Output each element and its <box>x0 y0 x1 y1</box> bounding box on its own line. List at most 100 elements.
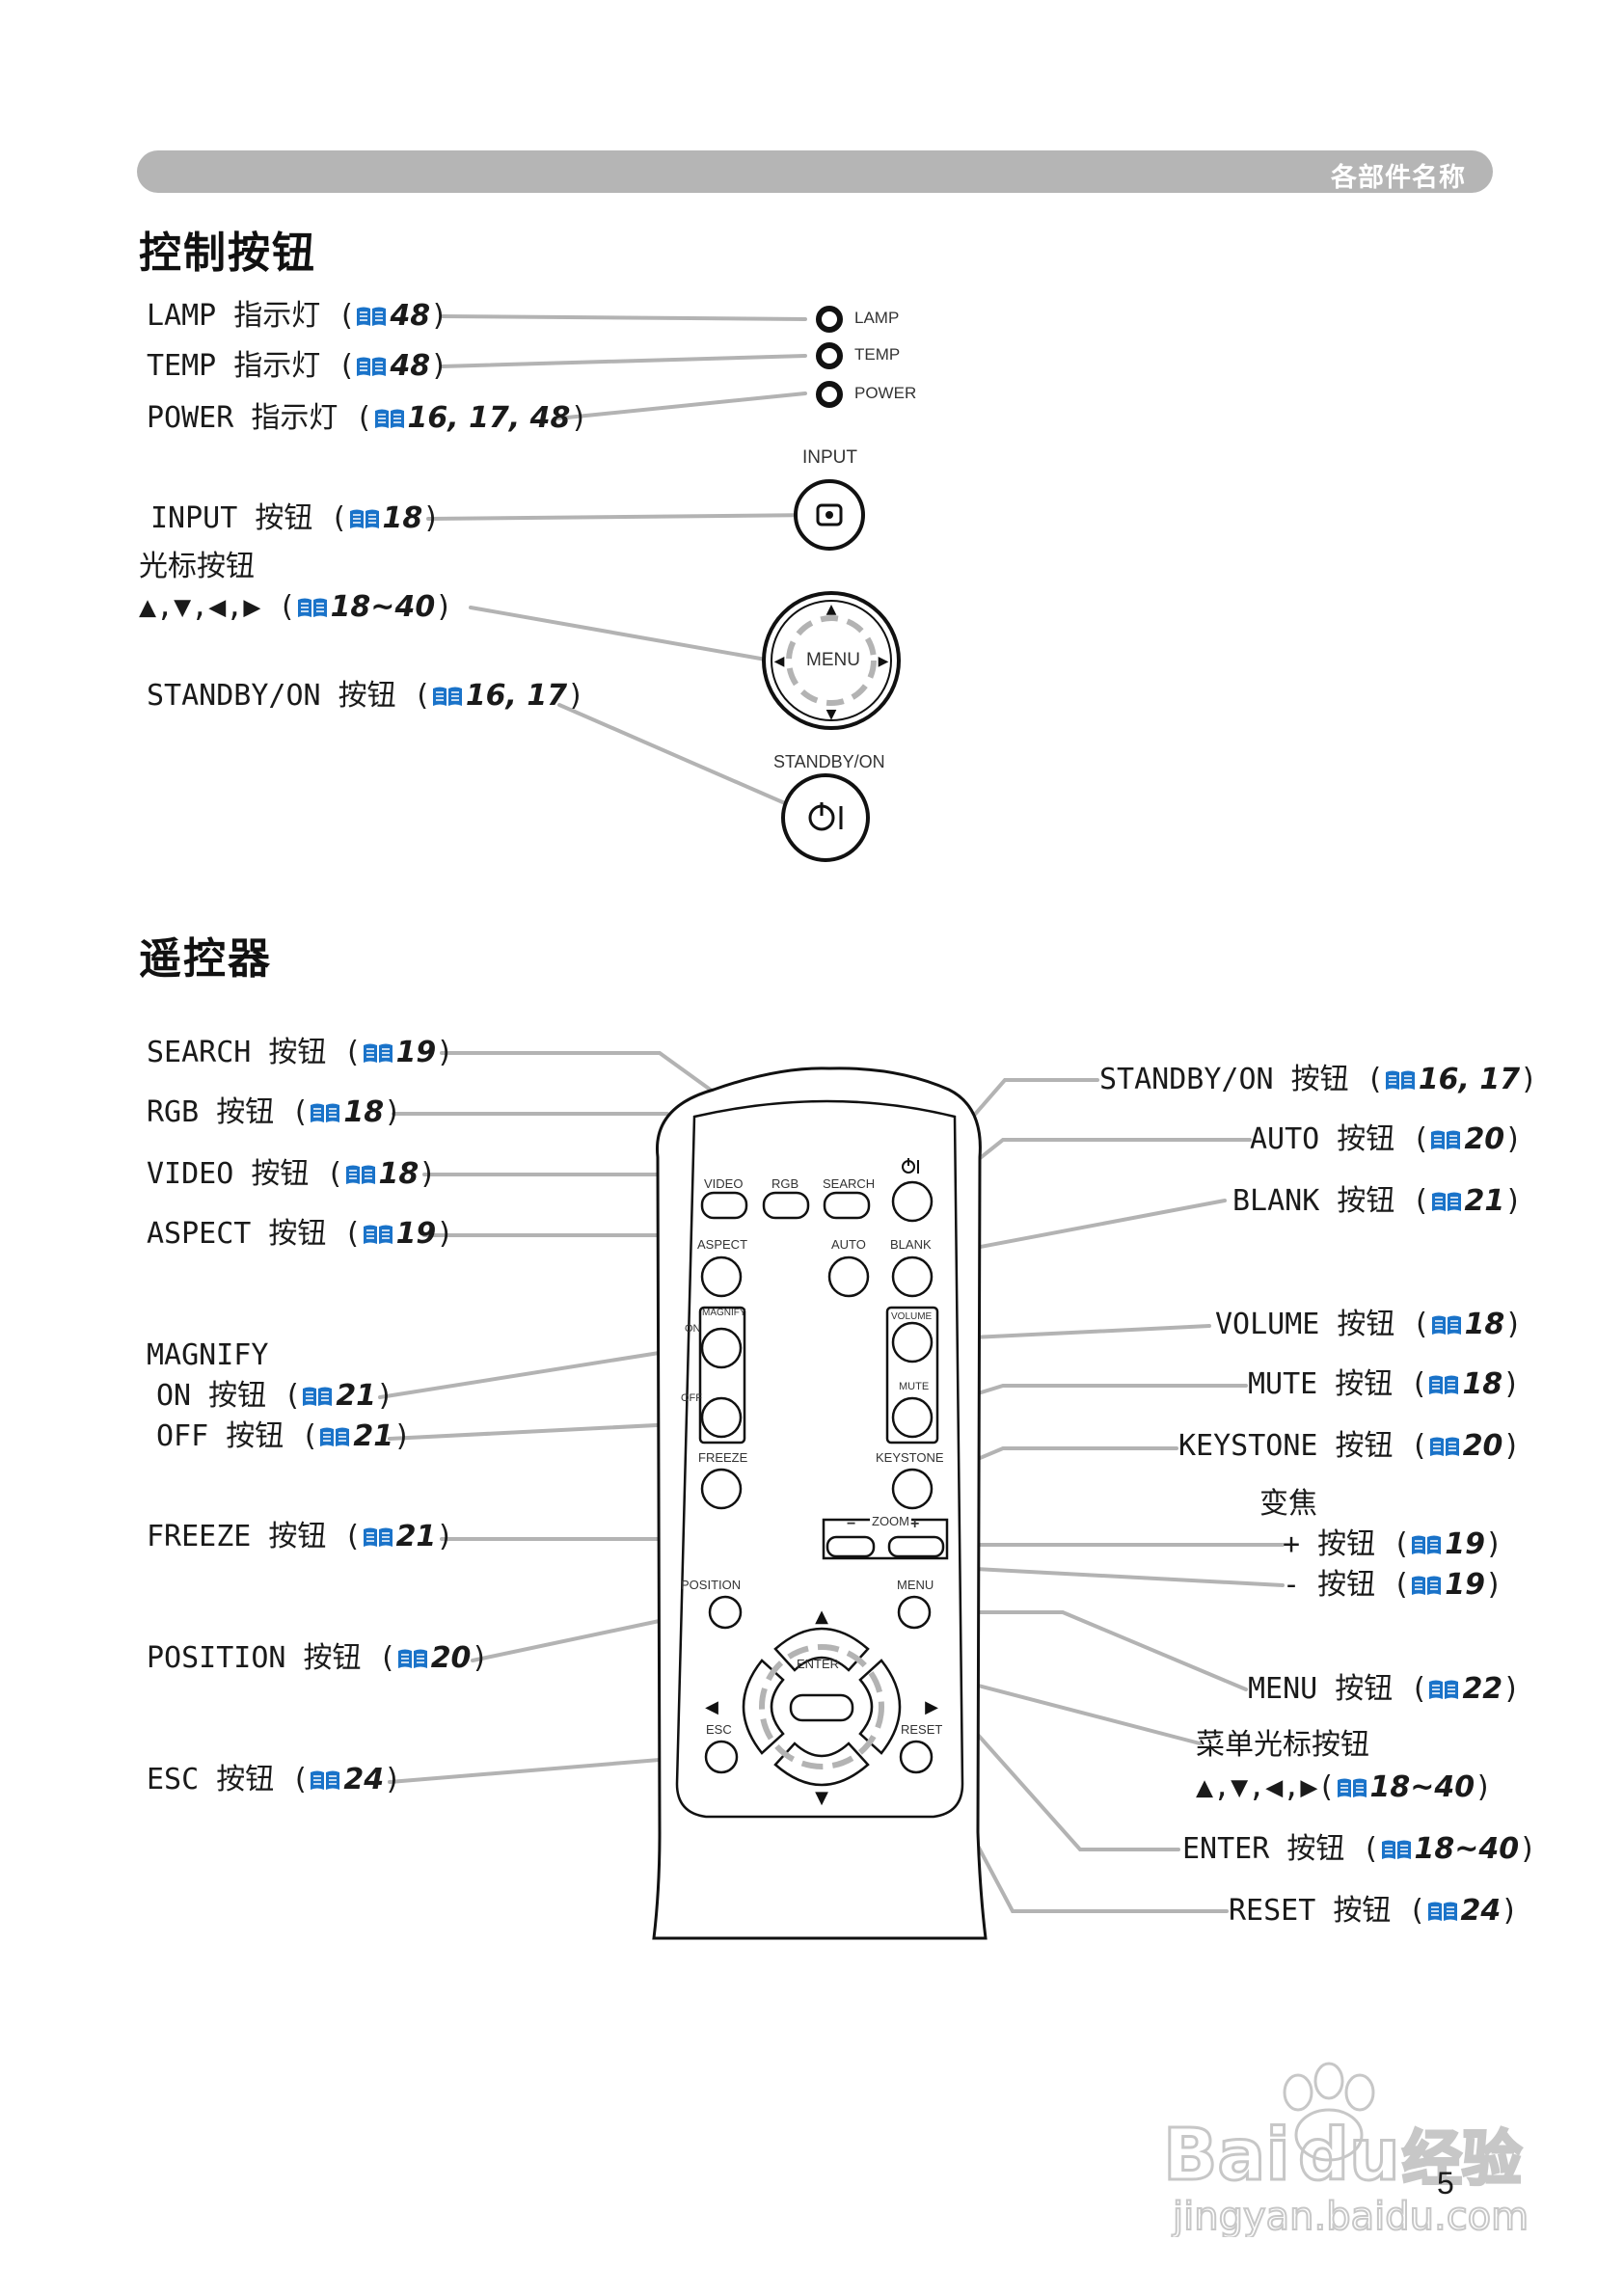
mute-button-shape <box>891 1396 934 1439</box>
reset-button-shape <box>899 1740 934 1774</box>
enter-button-label: ENTER 按钮 (18~40) <box>1182 1832 1537 1866</box>
book-icon <box>1380 1833 1413 1859</box>
svg-text:经验: 经验 <box>1402 2123 1522 2194</box>
search-button-shape <box>823 1191 871 1220</box>
baidu-jingyan-watermark: Bai du 经验 jingyan.baidu.com <box>1162 2062 1529 2237</box>
auto-button-shape <box>827 1256 870 1298</box>
svg-text:▶: ▶ <box>925 1697 938 1717</box>
control-panel-heading: 控制按钮 <box>139 229 316 278</box>
svg-text:▼: ▼ <box>815 1788 828 1808</box>
svg-text:◀: ◀ <box>705 1697 718 1717</box>
input-button-label: INPUT 按钮 (18) <box>150 501 441 535</box>
section-title: 各部件名称 <box>1331 163 1466 193</box>
diagram-menu-label: MENU <box>806 650 860 670</box>
book-icon <box>355 350 388 376</box>
diagram-input-label: INPUT <box>802 447 857 468</box>
book-icon <box>396 1642 429 1668</box>
blank-button-shape <box>891 1256 934 1298</box>
freeze-button-shape <box>700 1468 743 1510</box>
temp-indicator-label: TEMP 指示灯 (48) <box>147 349 448 383</box>
book-icon <box>1410 1569 1443 1595</box>
cursor-buttons-label: ▲,▼,◀,▶ (18~40) <box>139 590 453 624</box>
book-icon <box>362 1218 394 1244</box>
book-icon <box>344 1158 377 1184</box>
remote-video-label: VIDEO <box>704 1176 744 1191</box>
video-button-shape <box>700 1191 748 1220</box>
volume-button-label: VOLUME 按钮 (18) <box>1215 1308 1523 1341</box>
book-icon <box>1427 1673 1460 1699</box>
zoom-plus-label: + 按钮 (19) <box>1283 1527 1503 1561</box>
remote-rgb-label: RGB <box>771 1176 799 1191</box>
lamp-indicator-label: LAMP 指示灯 (48) <box>147 299 448 333</box>
magnify-off-label: OFF 按钮 (21) <box>156 1419 412 1453</box>
aspect-button-label: ASPECT 按钮 (19) <box>147 1217 454 1251</box>
diagram-temp-label: TEMP <box>854 345 901 364</box>
remote-freeze-label: FREEZE <box>698 1450 748 1465</box>
keystone-button-label: KEYSTONE 按钮 (20) <box>1178 1429 1521 1463</box>
magnify-off-shape <box>700 1396 743 1439</box>
book-icon <box>1426 1895 1459 1921</box>
indicator-lights <box>816 306 843 408</box>
menu-button-label: MENU 按钮 (22) <box>1248 1672 1521 1706</box>
remote-mute-label: MUTE <box>899 1381 930 1392</box>
remote-aspect-label: ASPECT <box>697 1237 748 1252</box>
remote-search-label: SEARCH <box>823 1176 876 1191</box>
position-button-shape <box>708 1595 743 1630</box>
zoom-minus-label: - 按钮 (19) <box>1283 1568 1503 1602</box>
blank-button-label: BLANK 按钮 (21) <box>1232 1184 1523 1218</box>
book-icon <box>1410 1528 1443 1554</box>
power-indicator-label: POWER 指示灯 (16, 17, 48) <box>147 401 588 435</box>
remote-on-label: ON <box>685 1323 701 1335</box>
book-icon <box>348 502 381 528</box>
book-icon <box>309 1764 341 1790</box>
remote-plus-label: + <box>910 1516 920 1532</box>
book-icon <box>1429 1123 1462 1149</box>
enter-button-shape <box>789 1693 854 1722</box>
magnify-on-label: ON 按钮 (21) <box>156 1379 394 1413</box>
book-icon <box>362 1037 394 1063</box>
diagram-lamp-label: LAMP <box>854 309 900 327</box>
svg-text:◀: ◀ <box>774 654 785 669</box>
svg-text:▲: ▲ <box>815 1606 828 1627</box>
book-icon <box>1384 1064 1417 1090</box>
magnify-on-shape <box>700 1327 743 1369</box>
esc-button-label: ESC 按钮 (24) <box>147 1763 402 1796</box>
remote-position-label: POSITION <box>681 1578 742 1592</box>
book-icon <box>355 300 388 326</box>
remote-minus-label: − <box>847 1516 856 1532</box>
book-icon <box>431 680 464 706</box>
reset-button-label: RESET 按钮 (24) <box>1229 1894 1519 1928</box>
remote-blank-label: BLANK <box>890 1237 932 1252</box>
svg-text:▲: ▲ <box>826 602 837 617</box>
remote-standby-shape <box>891 1180 934 1223</box>
book-icon <box>301 1380 334 1406</box>
book-icon <box>309 1096 341 1122</box>
position-button-label: POSITION 按钮 (20) <box>147 1641 489 1675</box>
auto-button-label: AUTO 按钮 (20) <box>1250 1122 1523 1156</box>
diagram-standby-label: STANDBY/ON <box>773 752 885 771</box>
remote-buttons <box>698 1180 949 1774</box>
diagram-power-label: POWER <box>854 384 917 402</box>
remote-magnify-label: MAGNIFY <box>702 1308 746 1318</box>
remote-cursor-pad: ▲ ▼ ◀ ▶ <box>705 1606 938 1808</box>
rgb-button-label: RGB 按钮 (18) <box>147 1095 402 1129</box>
remote-volume-label: VOLUME <box>891 1311 933 1322</box>
temp-indicator <box>816 342 843 369</box>
book-icon <box>1427 1368 1460 1394</box>
volume-button-shape <box>891 1321 934 1364</box>
standby-button-drawing <box>781 773 870 862</box>
page-number: 5 <box>1437 2166 1454 2200</box>
remote-heading: 遥控器 <box>139 934 272 984</box>
svg-text:▼: ▼ <box>826 707 837 722</box>
freeze-button-label: FREEZE 按钮 (21) <box>147 1520 454 1553</box>
book-icon <box>362 1521 394 1547</box>
remote-off-label: OFF <box>681 1392 702 1404</box>
video-button-label: VIDEO 按钮 (18) <box>147 1157 437 1191</box>
book-icon <box>296 591 329 617</box>
svg-text:Bai: Bai <box>1163 2114 1290 2197</box>
remote-menu-label: MENU <box>897 1578 934 1592</box>
book-icon <box>318 1420 351 1446</box>
section-header-bar: 各部件名称 <box>137 150 1493 193</box>
standby-button-label: STANDBY/ON 按钮 (16, 17) <box>147 679 585 713</box>
esc-button-shape <box>704 1740 739 1774</box>
